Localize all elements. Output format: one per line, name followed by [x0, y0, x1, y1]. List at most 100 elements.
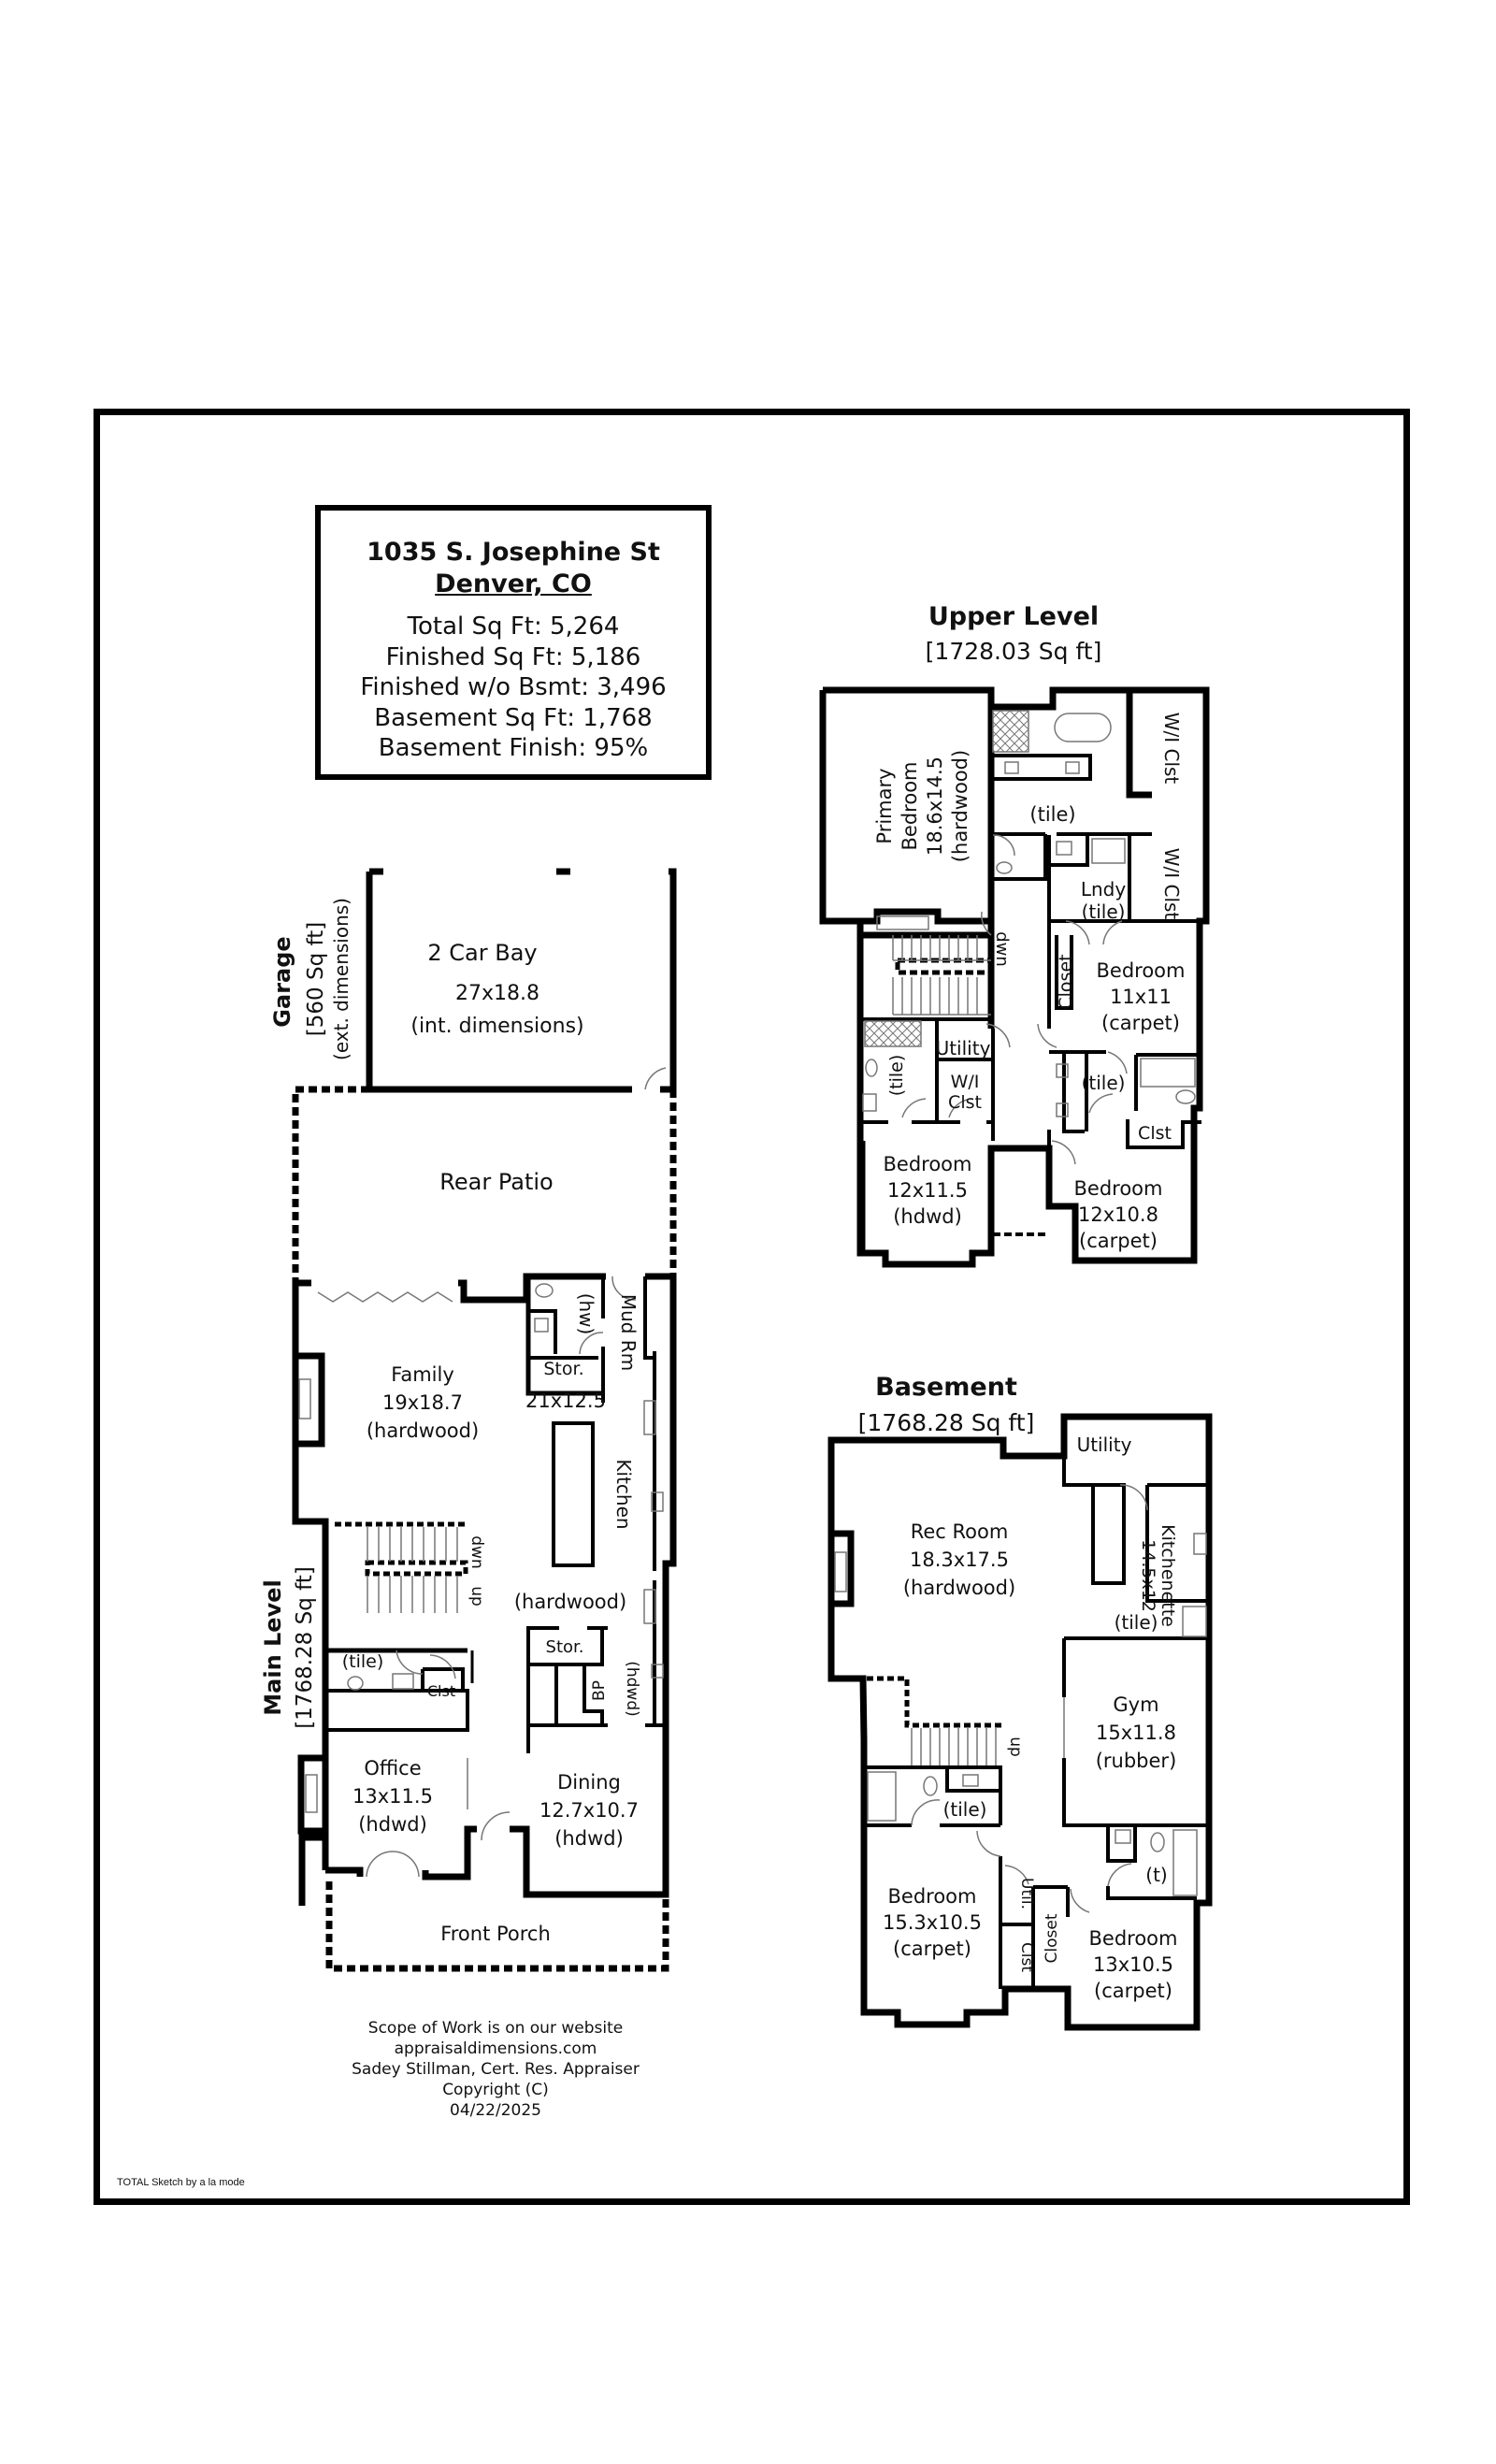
bedroom-label: Bedroom: [884, 1153, 972, 1175]
garage-area: [560 Sq ft]: [304, 922, 328, 1036]
closet-label: Clst: [1138, 1123, 1172, 1144]
bedroom-floor: (carpet): [893, 1938, 971, 1960]
kitchenette-dims: 14.5x12: [1138, 1539, 1158, 1612]
wic-label: W/I Clst: [1160, 848, 1183, 920]
toilet-icon: [1150, 1832, 1165, 1852]
garage-bay-dims: 27x18.8: [455, 982, 539, 1005]
upper-level-plan: Upper Level [1728.03 Sq ft]: [819, 602, 1210, 1268]
office-floor: (hdwd): [358, 1813, 427, 1836]
garage-title: Garage: [269, 936, 295, 1027]
basement-fixtures: [834, 1484, 1207, 1913]
bedroom-floor: (carpet): [1094, 1980, 1172, 2002]
kitchen-label: Kitchen: [612, 1459, 635, 1529]
footer-date: 04/22/2025: [450, 2101, 541, 2120]
property-info-box: 1035 S. Josephine St Denver, CO Total Sq…: [315, 505, 712, 780]
finished-wo-bsmt: Finished w/o Bsmt: 3,496: [360, 673, 667, 701]
door-swing: [1065, 920, 1123, 945]
stair-down-label: dwn: [468, 1535, 486, 1568]
util-label: Util.: [1017, 1878, 1036, 1909]
door-swing: [611, 1275, 637, 1301]
wic-label: W/I Clst: [1160, 713, 1183, 785]
bath-floor-label: (t): [1145, 1864, 1167, 1886]
total-sqft: Total Sq Ft: 5,264: [407, 612, 620, 641]
door-swing: [911, 1799, 1029, 1885]
door-swing: [396, 1650, 456, 1679]
bedroom-label: Bedroom: [1089, 1927, 1178, 1950]
toilet-icon: [865, 1059, 878, 1077]
software-credit: TOTAL Sketch by a la mode: [117, 2177, 245, 2188]
family-label: Family: [391, 1363, 454, 1386]
footer-scope: Scope of Work is on our website: [367, 2019, 624, 2038]
bathtub-icon: [1172, 1829, 1198, 1896]
bath-floor-label: (tile): [342, 1651, 384, 1672]
bedroom-label: Bedroom: [1097, 959, 1186, 982]
primary-bath-label: (tile): [1029, 803, 1075, 826]
door-swing: [981, 834, 1015, 936]
upper-level-labels: Primary Bedroom 18.6x14.5 (hardwood) (ti…: [873, 713, 1185, 1252]
basement-area: [1768.28 Sq ft]: [858, 1409, 1035, 1436]
bifold-door-icon: [317, 1291, 453, 1303]
shower-icon: [992, 710, 1029, 753]
rec-room-floor: (hardwood): [903, 1577, 1015, 1599]
sink-icon: [534, 1318, 549, 1333]
door-swing: [1070, 1863, 1132, 1913]
toilet-icon: [996, 861, 1013, 874]
office-dims: 13x11.5: [352, 1785, 433, 1808]
toilet-icon: [1175, 1089, 1196, 1104]
window-icon: [643, 1400, 656, 1435]
basement-title: Basement: [875, 1373, 1017, 1402]
upper-level-fixtures: [862, 710, 1196, 1165]
stairs-basement: [911, 1728, 997, 1765]
door-swing: [644, 1067, 667, 1090]
garage-bay-note: (int. dimensions): [410, 1015, 583, 1038]
family-floor: (hardwood): [367, 1419, 479, 1442]
dining-dims: 12.7x10.7: [539, 1799, 639, 1822]
kitchen-dims: 21x12.5: [525, 1390, 606, 1412]
washer-icon: [1091, 838, 1126, 864]
bedroom-dims: 12x11.5: [887, 1179, 968, 1202]
bathtub-icon: [1054, 713, 1112, 742]
sink-icon: [962, 1774, 979, 1787]
dining-floor: (hdwd): [554, 1827, 624, 1850]
stair-down-label: dwn: [992, 931, 1012, 967]
sink-icon: [392, 1673, 414, 1690]
storage-label: Stor.: [546, 1637, 584, 1657]
laundry-sink-icon: [1056, 841, 1072, 856]
sink-icon: [862, 1093, 877, 1112]
finished-sqft: Finished Sq Ft: 5,186: [385, 642, 641, 671]
kitchenette-label: Kitchenette: [1158, 1524, 1178, 1627]
toilet-icon: [923, 1776, 938, 1796]
butler-pantry-label: BP: [590, 1680, 609, 1701]
bath-floor-label: (tile): [886, 1055, 907, 1097]
door-swing: [1088, 1051, 1128, 1114]
rec-room-label: Rec Room: [911, 1520, 1009, 1543]
window-seat-icon: [876, 915, 929, 930]
basement-labels: Utility Rec Room 18.3x17.5 (hardwood) Ki…: [883, 1434, 1178, 2002]
bath-floor-label: (tile): [1082, 1072, 1126, 1094]
sink-icon: [1193, 1533, 1207, 1555]
appraiser-footer: Scope of Work is on our website appraisa…: [299, 2018, 692, 2121]
footer-copyright: Copyright (C): [442, 2081, 549, 2099]
main-level-title: Main Level: [260, 1579, 286, 1715]
gym-floor: (rubber): [1096, 1750, 1177, 1772]
page-frame: [94, 409, 1410, 2205]
stair-up-label: up: [468, 1586, 486, 1607]
svg-text:Bedroom: Bedroom: [899, 762, 921, 851]
refrigerator-icon: [1182, 1606, 1207, 1637]
sink-icon: [1115, 1829, 1131, 1844]
footer-website: appraisaldimensions.com: [394, 2039, 597, 2058]
bedroom-floor: (carpet): [1101, 1012, 1180, 1034]
stair-up-label: up: [1006, 1736, 1025, 1757]
basement-sqft: Basement Sq Ft: 1,768: [374, 703, 653, 732]
butler-pantry-floor: (hdwd): [623, 1661, 641, 1717]
closet-label: Clst: [1017, 1942, 1036, 1972]
front-porch-label: Front Porch: [440, 1923, 551, 1945]
footer-appraiser: Sadey Stillman, Cert. Res. Appraiser: [352, 2060, 640, 2079]
bedroom-label: Bedroom: [888, 1885, 977, 1908]
kitchenette-floor: (tile): [1115, 1611, 1158, 1634]
upper-level-walls: [819, 686, 1210, 1268]
mud-room-label: Mud Rm: [617, 1294, 640, 1371]
closet-label: Closet: [1043, 1913, 1061, 1963]
bedroom-floor: (hdwd): [893, 1205, 962, 1228]
